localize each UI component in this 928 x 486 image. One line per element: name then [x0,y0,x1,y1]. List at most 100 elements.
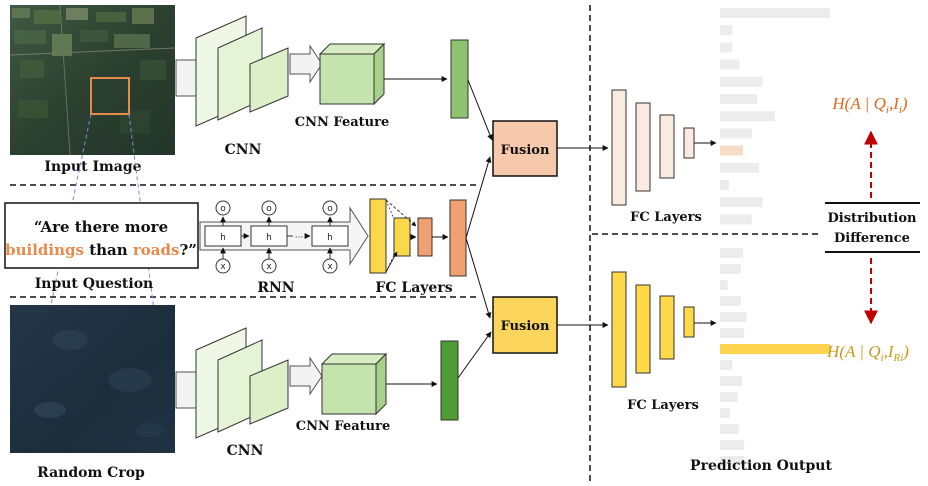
cnn-feature-top: CNN Feature [295,39,469,130]
rnn-label: RNN [257,280,294,296]
svg-text:h: h [220,233,226,243]
prediction-top-bar-13 [720,214,752,225]
svg-text:o: o [327,204,333,214]
cnn-bottom-arrow [289,356,323,396]
prediction-top-bar-6 [720,94,758,104]
out-fc-top-2 [635,102,651,192]
cnn-feature-bottom-label: CNN Feature [296,419,390,434]
question-fc-layers: FC Layers [369,198,467,296]
out-fc-bottom-3 [659,295,675,360]
output-fc-top: FC Layers [611,89,717,225]
question-line-1: “Are there more [34,218,168,236]
entropy-formula-bottom: H(A | Qi,IRi) [826,342,909,364]
rnn-cell-2: h o x [250,200,288,274]
out-fc-top-1 [611,89,627,206]
prediction-top-bar-4 [720,59,740,70]
question-fc-label: FC Layers [375,280,452,296]
prediction-bars-bottom [720,248,830,466]
fusion-top: Fusion [492,120,558,177]
highlight-roads: roads [133,241,180,259]
fusion-connectors [457,79,493,379]
rnn-ellipsis: ··· [295,233,304,243]
cnn-feature-bottom-cube [321,363,377,415]
svg-text:h: h [327,233,333,243]
entropy-formula-top: H(A | Qi,Ii) [831,94,908,116]
arrow-question-to-fusion-bottom [465,237,492,319]
out-fc-bottom-1 [611,271,627,388]
rnn-output-2 [261,200,277,216]
random-crop-panel: Random Crop [10,305,175,481]
input-image-panel: Input Image [9,4,176,175]
cnn-top-label: CNN [225,142,262,158]
prediction-top-bar-7 [720,111,775,122]
random-crop-label: Random Crop [37,465,145,481]
prediction-bottom-bar-7 [720,344,830,354]
output-fc-top-label: FC Layers [630,210,702,225]
prediction-bottom-bar-1 [720,248,744,258]
distribution-difference: Distribution Difference [825,130,920,325]
cnn-bottom-layer-3 [249,359,289,425]
section-dividers [10,5,818,482]
cnn-top: CNN [175,15,323,158]
prediction-bottom-bar-8 [720,360,733,370]
out-fc-top-3 [659,114,675,179]
fusion-bottom-label: Fusion [501,319,550,334]
svg-text:x: x [266,262,272,272]
prediction-top-bar-8 [720,128,752,139]
arrow-feature-top-to-fusion [467,79,493,141]
feature-vector-top [450,39,469,119]
cnn-feature-top-cube [319,53,375,105]
prediction-top-bar-9 [720,145,744,156]
question-box [4,202,199,269]
cnn-feature-bottom: CNN Feature [296,340,459,434]
output-fc-bottom-label: FC Layers [627,398,699,413]
fusion-top-box [492,120,558,177]
satellite-texture-bottom [34,330,164,437]
prediction-bottom-bar-2 [720,264,741,274]
prediction-top-bar-11 [720,180,729,190]
out-fc-bottom-2 [635,284,651,374]
prediction-top-bar-10 [720,162,759,173]
satellite-texture-top [9,4,176,156]
cnn-top-arrow [289,44,323,84]
prediction-bottom-bar-4 [720,296,741,306]
prediction-bottom-bar-6 [720,328,745,338]
rnn-cell-1: h o x [204,200,242,274]
q-fc-layer-4 [449,199,467,277]
prediction-bottom-bar-3 [720,280,728,290]
prediction-top-bar-3 [720,42,733,53]
rnn-block: h o x h o x ··· h o x [199,200,369,296]
prediction-output-label: Prediction Output [690,458,832,474]
distribution-label-1: Distribution [828,211,917,226]
input-question-label: Input Question [35,276,154,292]
prediction-bottom-bar-5 [720,312,747,322]
fusion-bottom-box [492,296,558,354]
input-image-label: Input Image [44,159,141,175]
prediction-bottom-bar-11 [720,408,730,418]
out-fc-top-4 [683,127,695,159]
distribution-label-2: Difference [834,231,910,246]
prediction-bottom-bar-14 [720,456,745,466]
prediction-bottom-bar-9 [720,376,742,386]
svg-text:h: h [266,233,272,243]
cnn-bottom-label: CNN [227,443,264,459]
input-question-panel: “Are there more buildings than roads?” I… [4,202,199,292]
question-line-2: buildings than roads?” [5,241,197,259]
crop-region-marker [90,77,130,115]
highlight-buildings: buildings [5,241,84,259]
prediction-bottom-bar-12 [720,424,739,434]
output-fc-bottom: FC Layers [611,271,717,413]
prediction-top-bar-5 [720,76,763,87]
prediction-bars-top [720,8,830,225]
out-fc-bottom-4 [683,306,695,338]
q-fc-layer-1 [369,198,387,274]
prediction-top-bar-12 [720,197,763,208]
arrow-question-to-fusion-top [465,156,492,239]
cnn-feature-top-label: CNN Feature [295,115,389,130]
prediction-top-bar-1 [720,8,830,18]
q-fc-layer-3 [417,217,433,257]
prediction-top-bar-2 [720,25,733,36]
rnn-output-1 [215,200,231,216]
svg-text:o: o [220,204,226,214]
